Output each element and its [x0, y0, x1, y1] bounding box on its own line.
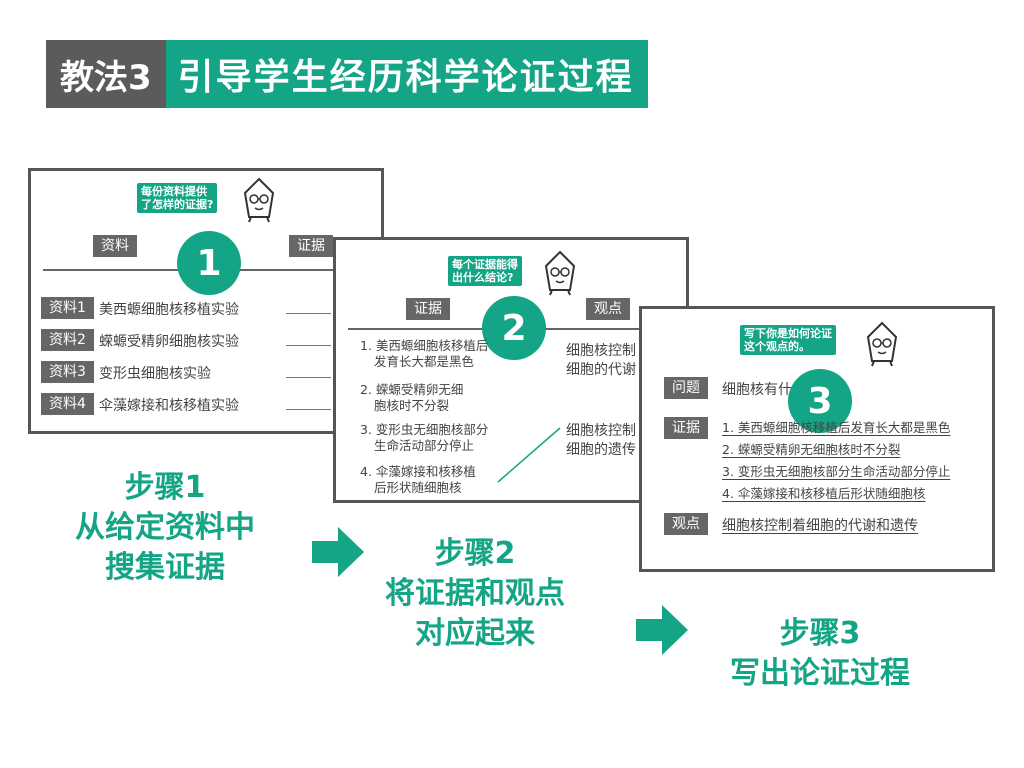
evidence-line: 4. 伞藻嫁接和核移植	[360, 464, 476, 479]
connector-line	[497, 427, 561, 483]
evidence-line: 1. 美西螈细胞核移植后发育长大都是黑色	[722, 420, 951, 435]
arrow-right-icon	[312, 527, 364, 577]
material-text: 变形虫细胞核实验	[99, 366, 211, 382]
step-3-caption: 步骤3 写出论证过程	[690, 614, 950, 694]
connector-line	[286, 409, 331, 410]
question-bubble: 每个证据能得 出什么结论?	[448, 256, 522, 286]
step-line: 写出论证过程	[730, 656, 910, 691]
view-item: 细胞核控制 细胞的代谢	[566, 342, 636, 380]
step-2-caption: 步骤2 将证据和观点 对应起来	[350, 534, 600, 654]
material-tag: 资料2	[41, 329, 94, 351]
connector-line	[286, 345, 331, 346]
material-text: 美西螈细胞核移植实验	[99, 302, 239, 318]
card-step-2: 每个证据能得 出什么结论? 证据 观点 2 1. 美西螈细胞核移植后 发育长大都…	[333, 237, 689, 503]
thinking-figure-icon	[243, 177, 275, 223]
material-tag: 资料1	[41, 297, 94, 319]
bubble-line: 出什么结论?	[452, 271, 514, 284]
evidence-item: 1. 美西螈细胞核移植后 发育长大都是黑色	[360, 338, 488, 370]
arrow-right-icon	[636, 605, 688, 655]
view-item: 细胞核控制 细胞的遗传	[566, 422, 636, 460]
bubble-line: 每份资料提供	[141, 185, 207, 198]
view-text: 细胞核控制着细胞的代谢和遗传	[722, 518, 918, 534]
step-line: 对应起来	[415, 616, 535, 651]
evidence-item: 4. 伞藻嫁接和核移植 后形状随细胞核	[360, 464, 476, 496]
evidence-line: 后形状随细胞核	[374, 480, 462, 495]
evidence-line: 发育长大都是黑色	[374, 354, 475, 369]
step-1-caption: 步骤1 从给定资料中 搜集证据	[40, 468, 290, 588]
bubble-line: 写下你是如何论证	[744, 327, 832, 340]
evidence-line: 胞核时不分裂	[374, 398, 450, 413]
material-text: 蝾螈受精卵细胞核实验	[99, 334, 239, 350]
evidence-item: 3. 变形虫无细胞核部分 生命活动部分停止	[360, 422, 488, 454]
evidence-line: 1. 美西螈细胞核移植后	[360, 338, 489, 353]
evidence-line: 4. 伞藻嫁接和核移植后形状随细胞核	[722, 486, 926, 501]
material-tag: 资料4	[41, 393, 94, 415]
card-step-1: 每份资料提供 了怎样的证据? 资料 证据 1 资料1 美西螈细胞核移植实验 资料…	[28, 168, 384, 434]
step-line: 步骤2	[434, 536, 516, 571]
column-header-evidence: 证据	[289, 235, 333, 257]
evidence-line: 2. 蝾螈受精卵无细	[360, 382, 464, 397]
title-tag: 教法3	[46, 40, 166, 108]
bubble-line: 每个证据能得	[452, 258, 518, 271]
question-bubble: 每份资料提供 了怎样的证据?	[137, 183, 218, 213]
step-line: 将证据和观点	[385, 576, 565, 611]
column-header-views: 观点	[586, 298, 630, 320]
view-line: 细胞核控制	[566, 423, 636, 439]
evidence-item: 2. 蝾螈受精卵无细 胞核时不分裂	[360, 382, 463, 414]
step-line: 从给定资料中	[75, 510, 255, 545]
evidence-line: 2. 蝾螈受精卵无细胞核时不分裂	[722, 442, 901, 457]
material-text: 伞藻嫁接和核移植实验	[99, 398, 239, 414]
evidence-line: 3. 变形虫无细胞核部分生命活动部分停止	[722, 464, 951, 479]
bubble-line: 了怎样的证据?	[141, 198, 214, 211]
step-line: 步骤1	[124, 470, 206, 505]
step-line: 搜集证据	[105, 550, 225, 585]
column-header-materials: 资料	[93, 235, 137, 257]
evidence-tag: 证据	[664, 417, 708, 439]
evidence-line: 3. 变形虫无细胞核部分	[360, 422, 489, 437]
step-number-badge: 2	[482, 296, 546, 360]
step-line: 步骤3	[779, 616, 861, 651]
step-number-badge: 3	[788, 369, 852, 433]
view-line: 细胞的遗传	[566, 442, 636, 458]
connector-line	[286, 377, 331, 378]
connector-line	[286, 313, 331, 314]
evidence-line: 生命活动部分停止	[374, 438, 475, 453]
title-main: 引导学生经历科学论证过程	[165, 40, 648, 108]
card-step-3: 写下你是如何论证 这个观点的。 问题 细胞核有什么功能? 3 证据 1. 美西螈…	[639, 306, 995, 572]
step-number-badge: 1	[177, 231, 241, 295]
thinking-figure-icon	[866, 321, 898, 367]
view-tag: 观点	[664, 513, 708, 535]
question-bubble: 写下你是如何论证 这个观点的。	[740, 325, 836, 355]
material-tag: 资料3	[41, 361, 94, 383]
question-tag: 问题	[664, 377, 708, 399]
thinking-figure-icon	[544, 250, 576, 296]
bubble-line: 这个观点的。	[744, 340, 810, 353]
view-line: 细胞核控制	[566, 343, 636, 359]
column-header-evidence: 证据	[406, 298, 450, 320]
view-line: 细胞的代谢	[566, 362, 636, 378]
page-title: 教法3 引导学生经历科学论证过程	[46, 40, 648, 108]
